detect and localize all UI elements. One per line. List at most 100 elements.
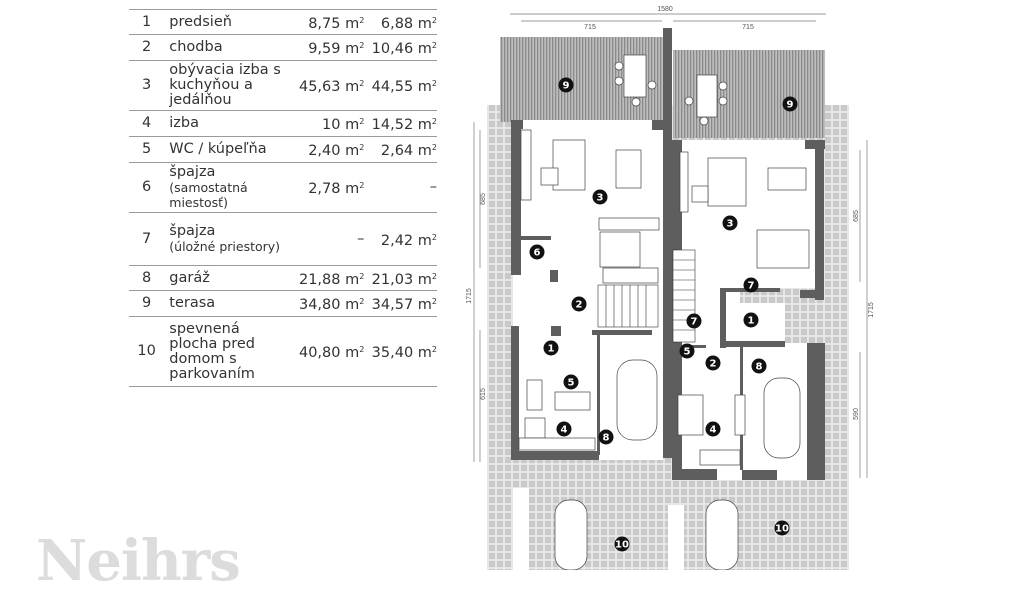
svg-text:9: 9 xyxy=(787,100,794,111)
dim-left-lower-depth: 615 xyxy=(480,388,487,400)
area-unit-right: 14,52 m2 xyxy=(364,110,437,137)
area-unit-left: 9,59 m2 xyxy=(287,34,365,61)
room-name-text: WC / kúpeľňa xyxy=(169,141,267,157)
dim-left-upper-depth: 685 xyxy=(480,193,487,205)
svg-text:5: 5 xyxy=(684,347,691,358)
room-name: špajza(samostatná miestosť) xyxy=(164,162,288,213)
area-unit-right: 21,03 m2 xyxy=(364,265,437,291)
room-marker-7: 7 xyxy=(686,313,702,329)
area-unit-left: 2,40 m2 xyxy=(287,136,365,163)
room-name-text: chodba xyxy=(169,39,223,55)
room-name: chodba xyxy=(164,34,288,61)
svg-text:9: 9 xyxy=(563,81,570,92)
svg-text:10: 10 xyxy=(775,524,789,535)
room-name: špajza(úložné priestory) xyxy=(164,212,288,266)
dim-right-total-depth: 1715 xyxy=(868,302,875,318)
area-unit-right: 10,46 m2 xyxy=(364,34,437,61)
svg-text:4: 4 xyxy=(561,425,568,436)
svg-text:8: 8 xyxy=(603,433,610,444)
area-unit-right: – xyxy=(364,162,437,213)
room-marker-3: 3 xyxy=(592,189,608,205)
room-markers: 9 9 3 3 6 2 7 7 1 1 5 5 2 8 4 8 4 10 10 xyxy=(529,77,798,552)
room-marker-6: 6 xyxy=(529,244,545,260)
room-marker-8: 8 xyxy=(751,358,767,374)
room-number: 9 xyxy=(129,290,165,317)
area-unit-right: 2,64 m2 xyxy=(364,136,437,163)
watermark-logo: Neihrs xyxy=(36,528,241,594)
room-name-note: (samostatná miestosť) xyxy=(169,180,248,210)
room-marker-2: 2 xyxy=(705,355,721,371)
svg-text:5: 5 xyxy=(568,378,575,389)
room-name-text: terasa xyxy=(169,295,216,311)
area-unit-left: – xyxy=(287,212,365,266)
room-marker-10: 10 xyxy=(774,520,790,536)
room-marker-4: 4 xyxy=(705,421,721,437)
area-unit-left: 8,75 m2 xyxy=(287,9,365,35)
room-name: spevnená plocha pred domom s parkovaním xyxy=(164,316,288,387)
room-name-text: garáž xyxy=(169,269,210,286)
dim-right-lower-depth: 590 xyxy=(853,408,860,420)
area-unit-left: 10 m2 xyxy=(287,110,365,137)
room-name-text: spevnená plocha pred domom s parkovaním xyxy=(169,320,255,382)
room-marker-1: 1 xyxy=(543,340,559,356)
room-name-note: (úložné priestory) xyxy=(169,239,281,254)
room-name-text: obývacia izba s kuchyňou a jedálňou xyxy=(169,62,281,108)
room-name: terasa xyxy=(164,290,288,317)
room-marker-10: 10 xyxy=(614,536,630,552)
dim-left-width: 715 xyxy=(584,24,596,31)
room-marker-3: 3 xyxy=(722,215,738,231)
room-number: 5 xyxy=(129,136,165,163)
svg-text:3: 3 xyxy=(597,193,604,204)
svg-text:6: 6 xyxy=(534,248,541,259)
room-name: garáž xyxy=(164,265,288,291)
room-marker-8: 8 xyxy=(598,429,614,445)
svg-text:8: 8 xyxy=(756,362,763,373)
area-unit-right: 35,40 m2 xyxy=(364,316,437,387)
area-unit-left: 2,78 m2 xyxy=(287,162,365,213)
room-number: 8 xyxy=(129,265,165,291)
room-name: WC / kúpeľňa xyxy=(164,136,288,163)
room-marker-1: 1 xyxy=(743,312,759,328)
room-number: 10 xyxy=(129,316,165,387)
dim-total-width: 1580 xyxy=(657,6,673,13)
terrace-right xyxy=(673,50,825,138)
dim-right-upper-depth: 685 xyxy=(853,210,860,222)
room-name: izba xyxy=(164,110,288,137)
walls-left xyxy=(511,28,672,460)
room-marker-9: 9 xyxy=(558,77,574,93)
svg-text:7: 7 xyxy=(748,281,755,292)
room-name-text: predsieň xyxy=(169,13,232,30)
furniture xyxy=(513,54,810,570)
room-number: 1 xyxy=(129,9,165,35)
area-unit-left: 34,80 m2 xyxy=(287,290,365,317)
room-name: obývacia izba s kuchyňou a jedálňou xyxy=(164,60,288,111)
svg-text:4: 4 xyxy=(710,425,717,436)
area-unit-right: 44,55 m2 xyxy=(364,60,437,111)
dim-right-width: 715 xyxy=(742,24,754,31)
room-marker-5: 5 xyxy=(563,374,579,390)
room-number: 4 xyxy=(129,110,165,137)
dimension-labels: 1580 715 715 1715 685 615 1715 685 590 xyxy=(466,6,875,420)
room-name-text: špajza xyxy=(169,223,216,239)
floor-plan: 1580 715 715 1715 685 615 1715 685 590 9… xyxy=(466,6,875,570)
area-unit-left: 40,80 m2 xyxy=(287,316,365,387)
room-marker-7: 7 xyxy=(743,277,759,293)
svg-text:2: 2 xyxy=(576,300,583,311)
area-unit-right: 2,42 m2 xyxy=(364,212,437,266)
dimension-lines xyxy=(473,13,868,478)
room-name-text: špajza xyxy=(169,164,216,180)
room-name: predsieň xyxy=(164,9,288,35)
svg-text:7: 7 xyxy=(691,317,698,328)
room-number: 7 xyxy=(129,212,165,266)
room-name-text: izba xyxy=(169,115,199,131)
